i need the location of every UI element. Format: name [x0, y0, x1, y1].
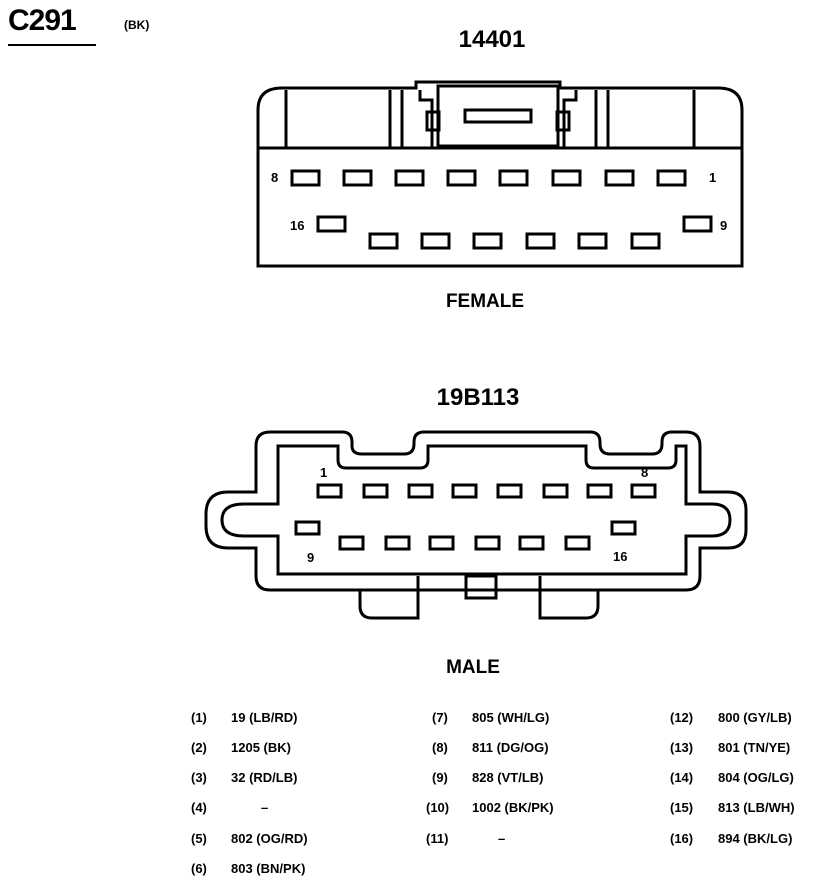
connector-id: C291 [8, 4, 77, 37]
female-pin-label-8: 8 [271, 170, 278, 185]
connector-id-underline [8, 44, 96, 46]
male-label: MALE [446, 657, 500, 678]
female-label: FEMALE [445, 291, 525, 312]
connector-color: (BK) [124, 18, 150, 32]
male-connector-face [204, 430, 748, 620]
male-part-number: 19B113 [436, 384, 520, 411]
female-pin-label-9: 9 [720, 218, 727, 233]
male-pin-label-8: 8 [641, 465, 648, 480]
male-pin-label-16: 16 [613, 549, 627, 564]
male-pin-label-9: 9 [307, 550, 314, 565]
male-pin-label-1: 1 [320, 465, 327, 480]
female-connector-face [256, 80, 744, 268]
female-pin-label-16: 16 [290, 218, 304, 233]
female-pin-label-1: 1 [709, 170, 716, 185]
female-part-number: 14401 [458, 26, 526, 53]
